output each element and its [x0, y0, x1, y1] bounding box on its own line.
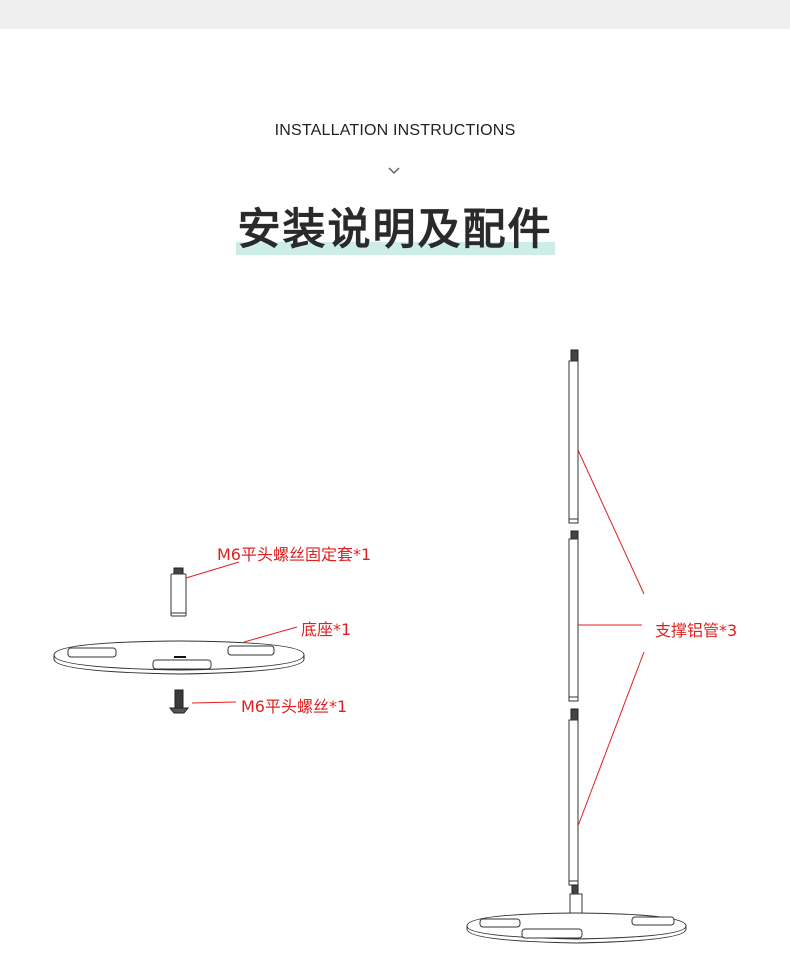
- assembled-base: [466, 884, 687, 944]
- label-screw: M6平头螺丝*1: [241, 697, 348, 716]
- page-title-text: 安装说明及配件: [237, 205, 553, 255]
- page-title: 安装说明及配件: [235, 195, 555, 257]
- tube-part: [568, 349, 579, 886]
- top-bar: [0, 0, 790, 29]
- screw-part: [168, 689, 190, 714]
- chevron-down-icon: [388, 167, 400, 174]
- label-sleeve: M6平头螺丝固定套*1: [217, 545, 372, 564]
- label-base: 底座*1: [301, 620, 352, 639]
- label-tube: 支撑铝管*3: [655, 621, 738, 640]
- section-subtitle: INSTALLATION INSTRUCTIONS: [274, 122, 516, 139]
- leader-lines: [185, 449, 645, 827]
- title-block: 安装说明及配件: [0, 195, 790, 257]
- sleeve-part: [170, 567, 187, 617]
- base-part: [53, 640, 305, 675]
